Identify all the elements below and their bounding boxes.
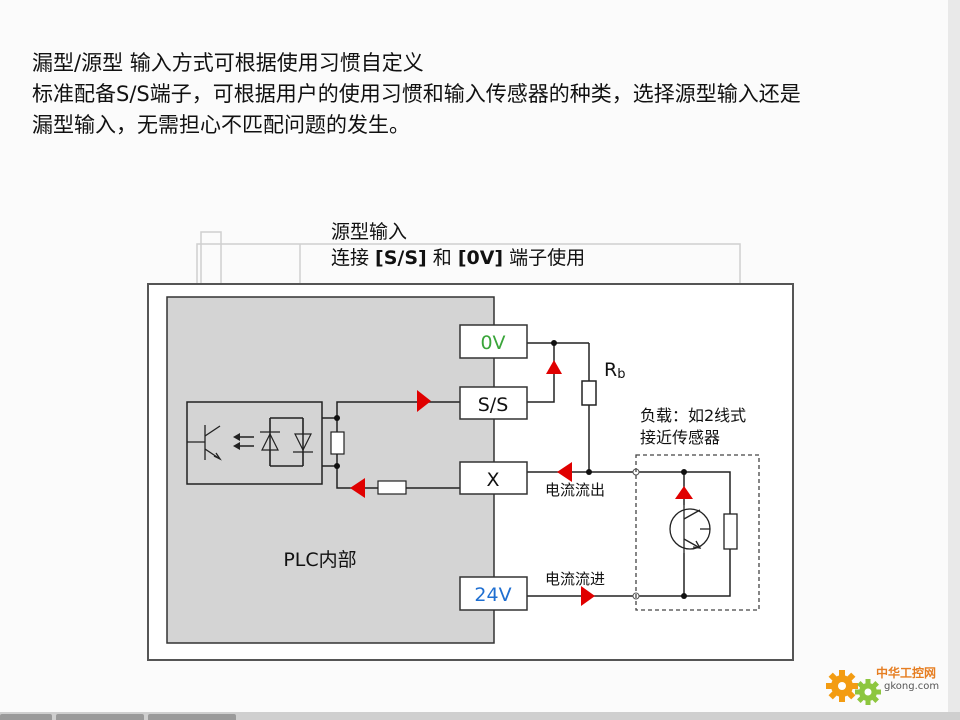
current-arrows — [350, 360, 693, 606]
resistor-label: Rb — [604, 359, 625, 382]
arrow-right-ss — [417, 390, 431, 412]
plc-label: PLC内部 — [283, 549, 356, 571]
terminal-0v-label: 0V — [480, 332, 505, 354]
series-resistor — [377, 480, 407, 495]
bottom-tab[interactable] — [148, 714, 236, 720]
caption-prefix: 连接 — [331, 247, 376, 269]
diode-wires — [269, 418, 304, 466]
junction-dots — [334, 340, 687, 599]
watermark-domain: gkong.com — [884, 681, 940, 692]
arrow-right-in — [581, 586, 595, 606]
intro-text: 漏型/源型 输入方式可根据使用习惯自定义 标准配备S/S端子，可根据用户的使用习… — [32, 48, 932, 141]
arrow-up-ss — [546, 360, 562, 374]
phototransistor — [187, 425, 222, 461]
arrow-up-sensor — [675, 486, 693, 499]
intro-line-3: 漏型输入，无需担心不匹配问题的发生。 — [32, 113, 410, 137]
intro-line-1: 漏型/源型 输入方式可根据使用习惯自定义 — [32, 51, 424, 75]
sensor-transistor — [669, 505, 711, 553]
window-edge — [948, 0, 960, 720]
caption-subtitle: 连接 [S/S] 和 [0V] 端子使用 — [331, 245, 585, 271]
sensor-box — [635, 454, 760, 611]
terminal-ss-label: S/S — [478, 394, 509, 416]
plc-internal-box — [166, 296, 495, 644]
caption-ss: [S/S] — [375, 247, 427, 269]
bottom-toolbar — [0, 712, 960, 720]
diagram-caption: 源型输入 连接 [S/S] 和 [0V] 端子使用 — [331, 219, 585, 271]
sensor-resistor — [723, 513, 738, 550]
caption-mid: 和 — [426, 247, 458, 269]
caption-title: 源型输入 — [331, 221, 408, 243]
arrow-left-out — [557, 462, 572, 482]
light-arrows — [233, 433, 254, 450]
terminal-x: X — [459, 461, 528, 495]
intro-line-2: 标准配备S/S端子，可根据用户的使用习惯和输入传感器的种类，选择源型输入还是 — [32, 82, 801, 106]
current-in-label: 电流流进 — [545, 570, 605, 588]
caption-suffix: 端子使用 — [503, 247, 586, 269]
terminal-x-label: X — [486, 469, 499, 491]
watermark-site-name: 中华工控网 — [876, 666, 937, 680]
wires — [186, 342, 731, 597]
load-label-2: 接近传感器 — [640, 428, 720, 447]
load-label-1: 负载：如2线式 — [640, 406, 746, 425]
resistor-rb — [581, 380, 597, 406]
terminal-ss: S/S — [459, 386, 528, 420]
arrow-left-x — [350, 478, 365, 498]
internal-resistor — [330, 431, 345, 455]
bottom-tab[interactable] — [0, 714, 52, 720]
current-out-label: 电流流出 — [545, 481, 605, 499]
terminal-24v-label: 24V — [474, 584, 511, 606]
terminal-24v: 24V — [459, 576, 528, 611]
bottom-tab[interactable] — [56, 714, 144, 720]
gear-logo-icon — [826, 670, 881, 705]
caption-zv: [0V] — [457, 247, 504, 269]
terminal-0v: 0V — [459, 324, 528, 359]
